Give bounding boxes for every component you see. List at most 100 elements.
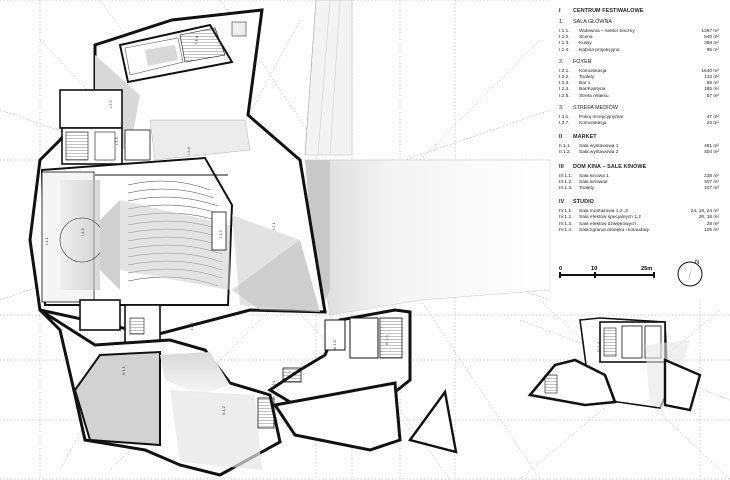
legend-section-label: DOM KINA – SALE KINOWE — [573, 163, 647, 170]
legend-section-title: II MARKET — [559, 134, 719, 140]
legend-area: 105 m² — [704, 227, 719, 233]
legend-code: II.1.2. — [559, 150, 571, 156]
legend-section-title: I CENTRUM FESTIWALOWE — [559, 8, 719, 14]
room-labels: I.1.4 I.2.2 I.2.3 I.1.1 I.1.2 I.1.3 I.2.… — [44, 35, 601, 415]
legend-code: I.2.1. — [559, 68, 570, 74]
legend-code: III.1.2. — [559, 179, 573, 185]
legend-area: 20, 18 m² — [698, 215, 719, 221]
legend-code: I.3.7. — [559, 121, 570, 127]
legend-area: 461 m² — [704, 144, 719, 150]
legend-code: III.1.3. — [559, 186, 573, 192]
legend-code: I.2.4. — [559, 87, 570, 93]
legend-group-number: 3. — [559, 104, 564, 111]
legend-row: III.1.1. Sala kinowa 1 238 m² — [559, 174, 719, 180]
legend-code: I.2.2. — [559, 75, 570, 81]
studio-building — [527, 317, 702, 412]
tower-projection — [304, 0, 551, 316]
legend-area: 85 m² — [706, 47, 719, 53]
legend-group-label: STREFA MEDIÓW — [573, 104, 618, 111]
legend-room-name: Sala wystawowa 1 — [579, 144, 619, 150]
legend-area: 28 m² — [706, 221, 719, 227]
legend-row: IV.1.1. Sala montażowa 1,2 ,3 24, 18, 24 m… — [559, 209, 719, 215]
legend-code: I.1.1. — [559, 29, 570, 34]
legend-room-name: Sala montażowa 1,2 ,3 — [579, 209, 628, 215]
legend-code: IV.1.2. — [559, 215, 573, 221]
left-rooms — [59, 89, 151, 165]
legend-row: IV.1.2. Sala efektów specjalnych 1,2 20, 1… — [559, 215, 719, 221]
scale-line — [559, 274, 655, 276]
legend-group-number: 2. — [559, 58, 564, 65]
legend-room-name: Strefa relaksu — [579, 93, 609, 99]
room-label: I.2.5 — [189, 321, 194, 330]
room-label: I.1.3 — [218, 229, 223, 238]
legend-room-name: Sala efektów dźwiękowych — [579, 221, 637, 227]
legend-area: 24, 18, 24 m² — [690, 209, 719, 215]
room-label: II.1.2 — [221, 405, 226, 415]
legend-area: 57 m² — [706, 93, 719, 99]
legend-code: IV.1.4. — [559, 227, 573, 233]
legend-row: I.1.1. Widownia – sektor boczny 1367 m² — [559, 29, 719, 35]
legend-group-label: FOYER — [573, 58, 592, 65]
room-label: II.1.1 — [121, 365, 126, 375]
legend-row: I.2.2. Toalety 113 m² — [559, 75, 719, 81]
legend-room-name: Toalety — [579, 186, 595, 192]
legend-code: I.2.3. — [559, 81, 570, 87]
room-label: I.2.3 — [114, 136, 119, 145]
legend-code: I.1.4. — [559, 47, 570, 53]
legend-section-label: MARKET — [573, 134, 597, 141]
legend-area: 113 m² — [704, 75, 719, 81]
auditorium — [40, 156, 234, 306]
legend-area: 1640 m² — [701, 68, 719, 74]
room-label: I.1.2 — [80, 227, 85, 236]
legend-row: I.2.4. Bar/Kantyna 185 m² — [559, 87, 719, 93]
legend-section-number: I — [559, 8, 561, 14]
room-label: I.2.4 — [186, 146, 191, 155]
legend-room-name: Sala wystawowa 2 — [579, 150, 619, 156]
legend-code: I.1.2. — [559, 35, 570, 41]
legend-room-name: Bar 1 — [579, 81, 591, 87]
legend-area: 1367 m² — [701, 29, 719, 34]
legend-area: 238 m² — [704, 173, 719, 179]
legend-room-name: Sala zgrania dźwięku i kolaudacji — [579, 227, 650, 233]
room-label: I.3.1 — [271, 379, 276, 388]
legend-group-number: 1. — [559, 19, 564, 25]
scale-tick — [594, 272, 596, 278]
legend-room-name: Kulisy — [579, 41, 592, 47]
legend-area: 107 m² — [704, 186, 719, 192]
legend-section-label: CENTRUM FESTIWALOWE — [573, 8, 644, 14]
legend-area: 23 m² — [706, 121, 719, 127]
legend-room-name: Scena — [579, 35, 593, 41]
room-label: I.1.4 — [193, 35, 199, 44]
legend-room-name: Bar/Kantyna — [579, 87, 606, 93]
scale-bar: 0 10 25m — [559, 266, 659, 286]
legend-code: III.1.1. — [559, 173, 573, 179]
legend-code: I.2.5. — [559, 93, 570, 99]
scale-zero: 0 — [559, 266, 563, 272]
main-building — [28, 8, 327, 344]
upper-hall — [118, 21, 247, 84]
legend-area: 404 m² — [704, 150, 719, 156]
legend-code: IV.1.1. — [559, 209, 573, 215]
scale-tick — [559, 272, 561, 278]
cinema-block — [267, 308, 458, 454]
legend-code: I.3.1. — [559, 114, 570, 120]
legend-code: II.1.1. — [559, 144, 571, 150]
room-label: III.1.1 — [384, 334, 389, 345]
legend-section-number: II — [559, 134, 563, 141]
scale-tick — [653, 272, 655, 278]
legend-room-name: Sala efektów specjalnych 1,2 — [579, 215, 641, 221]
legend-area: 185 m² — [704, 87, 719, 93]
legend-room-name: Widownia – sektor boczny — [579, 29, 635, 34]
legend-row: I.2.5. Strefa relaksu 57 m² — [559, 94, 719, 100]
legend-room-name: Toalety — [579, 75, 595, 81]
legend-room-name: Sala kinowa 1 — [579, 173, 609, 179]
